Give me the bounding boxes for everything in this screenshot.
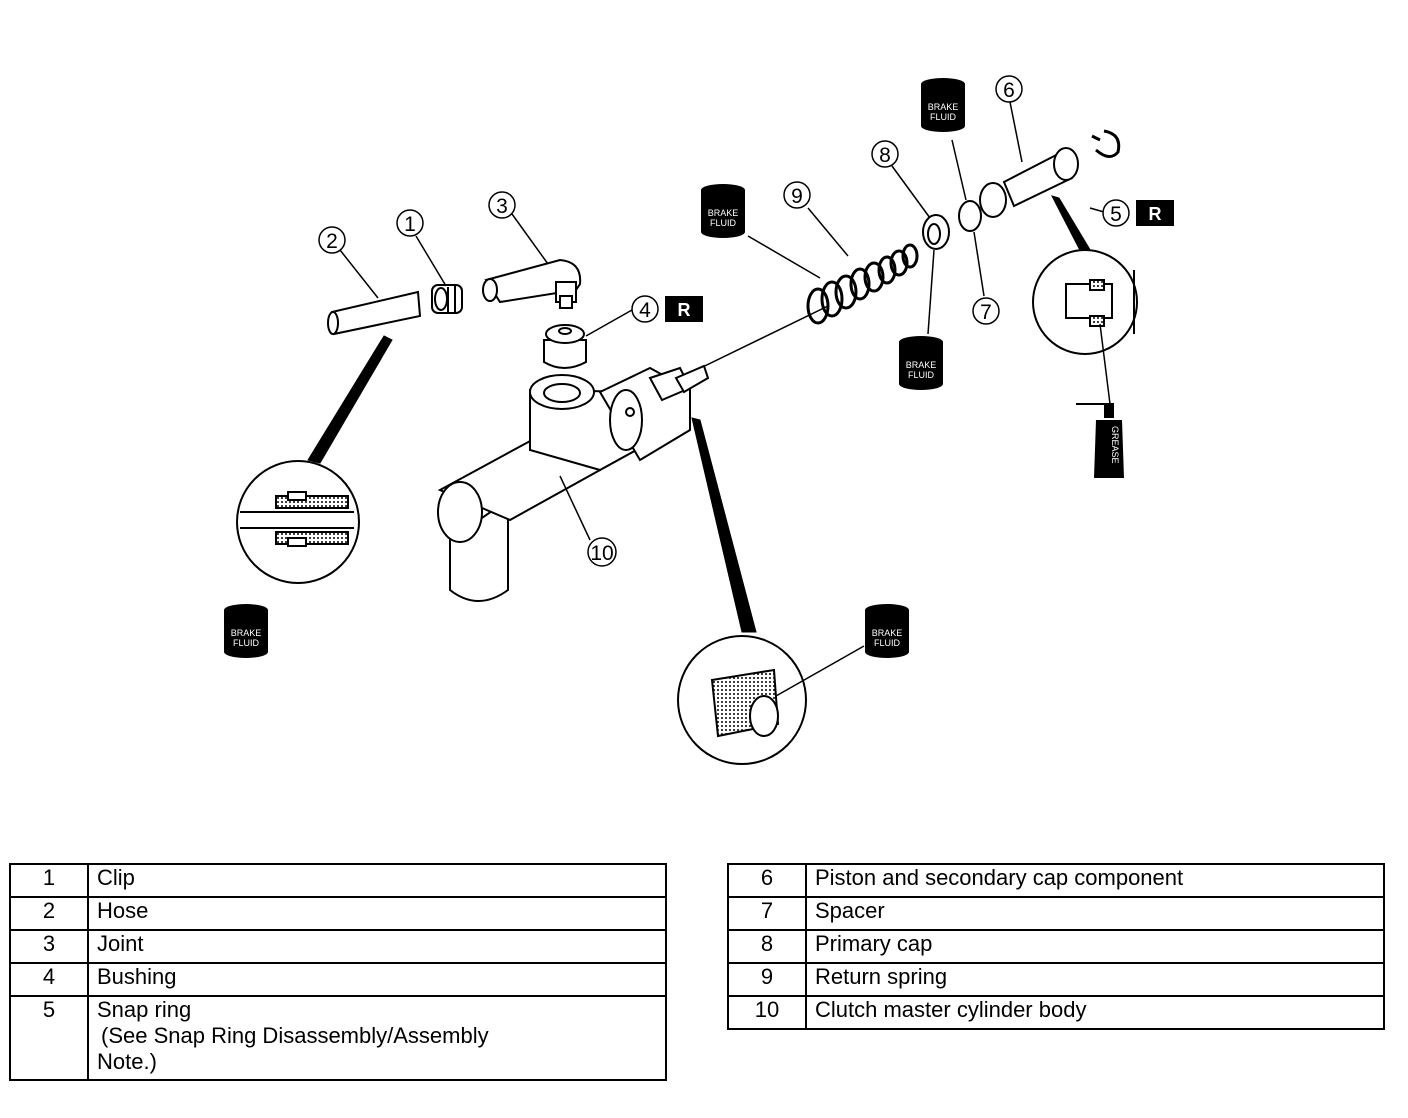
svg-text:FLUID: FLUID: [930, 112, 957, 122]
part-number: 2: [9, 896, 89, 931]
callout-4: 4: [631, 295, 659, 323]
part-number: 3: [9, 929, 89, 964]
svg-text:4: 4: [639, 299, 651, 322]
hose-part: [327, 290, 422, 336]
callout-3: 3: [488, 191, 516, 219]
table-row: 1 Clip: [9, 863, 667, 898]
svg-text:FLUID: FLUID: [233, 638, 260, 648]
part-number: 8: [727, 929, 807, 964]
part-number: 1: [9, 863, 89, 898]
master-cylinder-body: [437, 364, 710, 602]
part-name: Primary cap: [805, 929, 1385, 964]
part-number: 5: [9, 995, 89, 1081]
callout-5: 5: [1102, 199, 1130, 227]
detail-circle-hose: [236, 460, 360, 584]
clip-part: [431, 284, 463, 314]
parts-table-left: 1 Clip 2 Hose 3 Joint 4 Bushing 5 Snap r…: [9, 863, 667, 1081]
callout-6: 6: [995, 75, 1023, 103]
callout-2: 2: [318, 226, 346, 254]
svg-text:5: 5: [1110, 203, 1122, 226]
part-number: 9: [727, 962, 807, 997]
part-name: Joint: [87, 929, 667, 964]
brake-fluid-icon: BRAKE FLUID: [865, 604, 909, 658]
svg-text:BRAKE: BRAKE: [906, 360, 937, 370]
svg-text:1: 1: [404, 213, 416, 236]
table-row: 5 Snap ring (See Snap Ring Disassembly/A…: [9, 995, 667, 1081]
svg-text:FLUID: FLUID: [908, 370, 935, 380]
svg-text:3: 3: [496, 195, 508, 218]
svg-text:8: 8: [879, 144, 891, 167]
brake-fluid-icon: BRAKE FLUID: [921, 78, 965, 132]
part-name: Clutch master cylinder body: [805, 995, 1385, 1030]
part-name-cell: Snap ring (See Snap Ring Disassembly/Ass…: [87, 995, 667, 1081]
part-name: Clip: [87, 863, 667, 898]
part-name: Hose: [87, 896, 667, 931]
svg-text:R: R: [678, 300, 691, 320]
table-row: 10 Clutch master cylinder body: [727, 995, 1385, 1030]
part-number: 7: [727, 896, 807, 931]
svg-text:BRAKE: BRAKE: [231, 628, 262, 638]
joint-part: [482, 258, 582, 309]
svg-text:9: 9: [791, 185, 803, 208]
svg-text:R: R: [1149, 204, 1162, 224]
detail-leaders: [307, 195, 1096, 633]
svg-text:FLUID: FLUID: [710, 218, 737, 228]
brake-fluid-icon: BRAKE FLUID: [224, 604, 268, 658]
callout-9: 9: [783, 181, 811, 209]
part-number: 6: [727, 863, 807, 898]
grease-icon: GREASE: [1076, 403, 1124, 478]
part-note-continued: Note.): [97, 1049, 157, 1074]
bushing-part: [543, 324, 587, 369]
svg-text:6: 6: [1003, 79, 1015, 102]
table-row: 6 Piston and secondary cap component: [727, 863, 1385, 898]
part-name: Snap ring: [97, 997, 192, 1022]
detail-circle-cylinder: [677, 635, 865, 765]
snap-ring-part: [1091, 129, 1121, 158]
brake-fluid-icon: BRAKE FLUID: [701, 184, 745, 238]
svg-text:BRAKE: BRAKE: [708, 208, 739, 218]
table-row: 7 Spacer: [727, 896, 1385, 931]
callout-7: 7: [972, 297, 1000, 325]
callout-leaders: [339, 101, 1105, 541]
replace-badge-4: R: [665, 296, 703, 322]
spacer-part: [958, 200, 982, 232]
part-number: 10: [727, 995, 807, 1030]
table-row: 2 Hose: [9, 896, 667, 931]
callout-8: 8: [871, 140, 899, 168]
piston-part: [979, 147, 1079, 218]
svg-text:GREASE: GREASE: [1110, 426, 1120, 464]
replace-badge-5: R: [1136, 200, 1174, 226]
detail-circle-piston: [1032, 249, 1138, 405]
table-row: 9 Return spring: [727, 962, 1385, 997]
part-number: 4: [9, 962, 89, 997]
svg-text:FLUID: FLUID: [874, 638, 901, 648]
part-name: Spacer: [805, 896, 1385, 931]
svg-text:7: 7: [980, 301, 992, 324]
svg-text:BRAKE: BRAKE: [872, 628, 903, 638]
parts-table-right: 6 Piston and secondary cap component 7 S…: [727, 863, 1385, 1030]
callout-10: 10: [587, 537, 617, 567]
part-name: Piston and secondary cap component: [805, 863, 1385, 898]
exploded-view-diagram: 1 2 3 4 5 6 7 8 9 10 R R: [224, 75, 1174, 765]
callout-1: 1: [396, 209, 424, 237]
part-note: (See Snap Ring Disassembly/Assembly: [101, 1023, 489, 1048]
svg-text:BRAKE: BRAKE: [928, 102, 959, 112]
part-name: Bushing: [87, 962, 667, 997]
brake-fluid-icon: BRAKE FLUID: [899, 336, 943, 390]
table-row: 3 Joint: [9, 929, 667, 964]
table-row: 8 Primary cap: [727, 929, 1385, 964]
table-row: 4 Bushing: [9, 962, 667, 997]
primary-cap-part: [922, 214, 950, 250]
return-spring-part: [806, 243, 919, 325]
svg-text:10: 10: [590, 542, 613, 565]
svg-text:2: 2: [326, 230, 338, 253]
part-name: Return spring: [805, 962, 1385, 997]
